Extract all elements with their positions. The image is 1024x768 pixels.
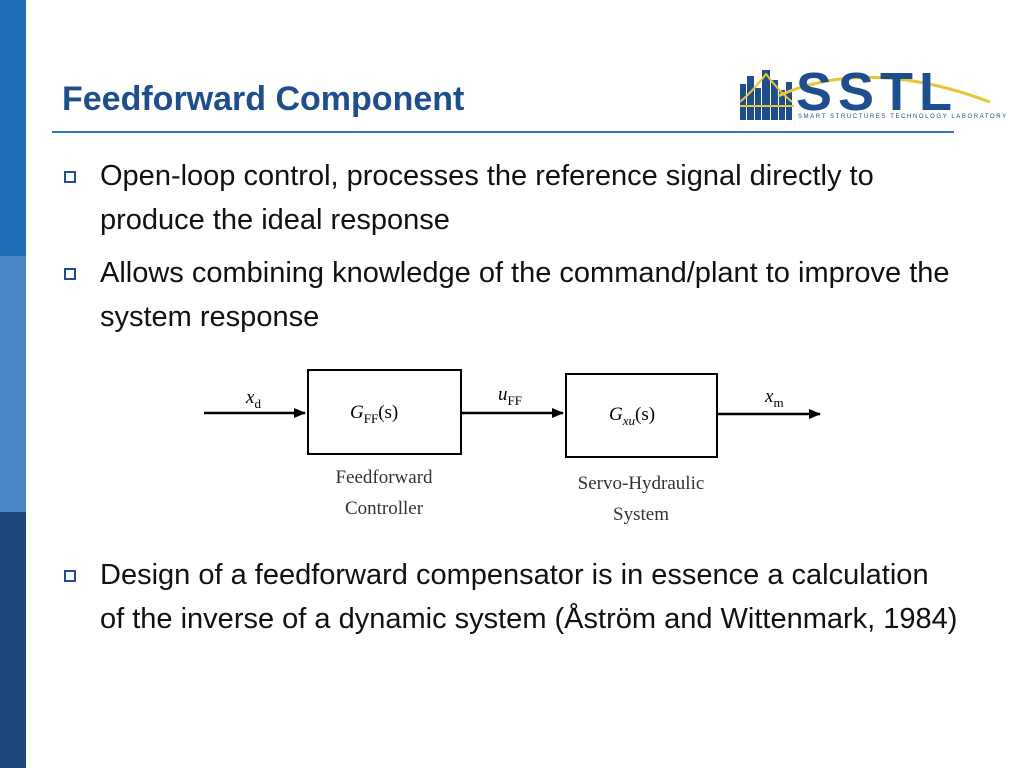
system-caption-line1: Servo-Hydraulic [578, 473, 705, 494]
controller-caption-line1: Feedforward [335, 467, 433, 488]
output-signal-label: xm [764, 386, 784, 410]
bullet-marker-icon [64, 268, 76, 280]
logo-skyline-icon [739, 70, 991, 120]
side-accent-segment [0, 256, 26, 512]
logo-wordmark: SSTL [796, 62, 959, 122]
input-signal-label: xd [245, 387, 261, 411]
controller-transfer-function: GFF(s) [350, 402, 398, 426]
controller-caption-line2: Controller [345, 498, 424, 519]
system-transfer-function: Gxu(s) [609, 404, 655, 428]
bullet-marker-icon [64, 570, 76, 582]
system-caption-line2: System [613, 504, 669, 525]
bullet-text: Allows combining knowledge of the comman… [100, 257, 950, 333]
servo-hydraulic-system-block [565, 373, 718, 458]
slide-title: Feedforward Component [62, 80, 465, 118]
feedforward-controller-block [307, 369, 462, 455]
side-accent-segment [0, 512, 26, 768]
intermediate-signal-label: uFF [498, 384, 522, 408]
logo-subtitle: SMART STRUCTURES TECHNOLOGY LABORATORY [798, 114, 1008, 120]
bullet-marker-icon [64, 171, 76, 183]
sstl-logo: SSTL SMART STRUCTURES TECHNOLOGY LABORAT… [738, 62, 1006, 132]
side-accent-bar [0, 0, 26, 768]
side-accent-segment [0, 0, 26, 256]
bullet-text: Open-loop control, processes the referen… [100, 160, 874, 236]
title-divider [52, 131, 954, 133]
bullet-text: Design of a feedforward compensator is i… [100, 559, 958, 635]
